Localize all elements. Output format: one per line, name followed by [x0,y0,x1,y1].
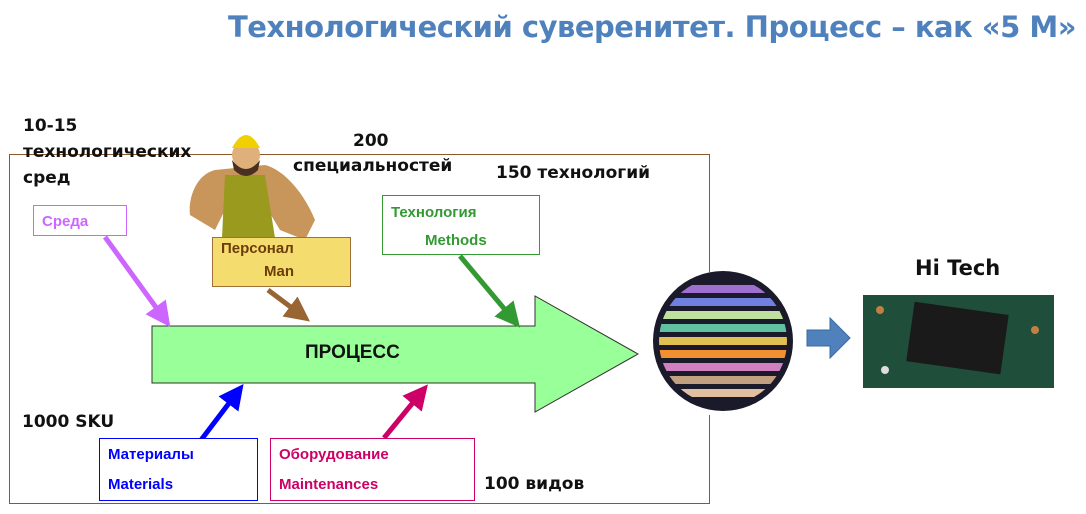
label-specialties-count: 200 [353,131,389,151]
box-equipment-ru: Оборудование [279,446,389,463]
box-materials: Материалы Materials [99,438,258,501]
label-technologies: 150 технологий [496,163,651,183]
arrow-technology [458,254,521,328]
frame-right-top [709,154,710,272]
process-label: ПРОЦЕСС [305,342,400,363]
label-envs: 10-15 технологических сред [23,113,191,191]
output-arrow-icon [806,316,851,360]
box-environment-ru: Среда [42,213,89,230]
label-specialties: специальностей [293,156,453,176]
arrow-environment [102,235,171,328]
box-environment: Среда [33,205,127,236]
box-personnel-ru: Персонал [221,240,294,257]
box-equipment: Оборудование Maintenances [270,438,475,501]
label-envs-line3: сред [23,168,71,188]
box-materials-en: Materials [108,476,174,493]
arrow-materials [196,384,244,446]
frame-right-bottom [709,415,710,504]
frame [9,154,710,155]
label-hitech: Hi Tech [915,256,1001,280]
slide-title: Технологический суверенитет. Процесс – к… [227,10,1077,44]
frame-left [9,154,10,504]
arrow-equipment [382,384,428,440]
box-technology-en: Methods [425,232,487,249]
arrow-personnel [266,288,310,322]
chip-board-image [863,295,1054,388]
frame-bottom [9,503,710,504]
box-technology: Технология Methods [382,195,540,255]
label-sku: 1000 SKU [22,412,115,432]
box-technology-ru: Технология [391,204,477,221]
label-envs-line2: технологических [23,142,192,162]
worker-illustration [189,135,315,240]
label-envs-line1: 10-15 [23,116,78,136]
box-personnel: Персонал Man [212,237,351,287]
wafer-image [653,271,793,411]
box-materials-ru: Материалы [108,446,194,463]
label-kinds: 100 видов [484,474,585,494]
process-arrow [151,295,640,413]
box-personnel-en: Man [264,263,294,280]
box-equipment-en: Maintenances [279,476,379,493]
